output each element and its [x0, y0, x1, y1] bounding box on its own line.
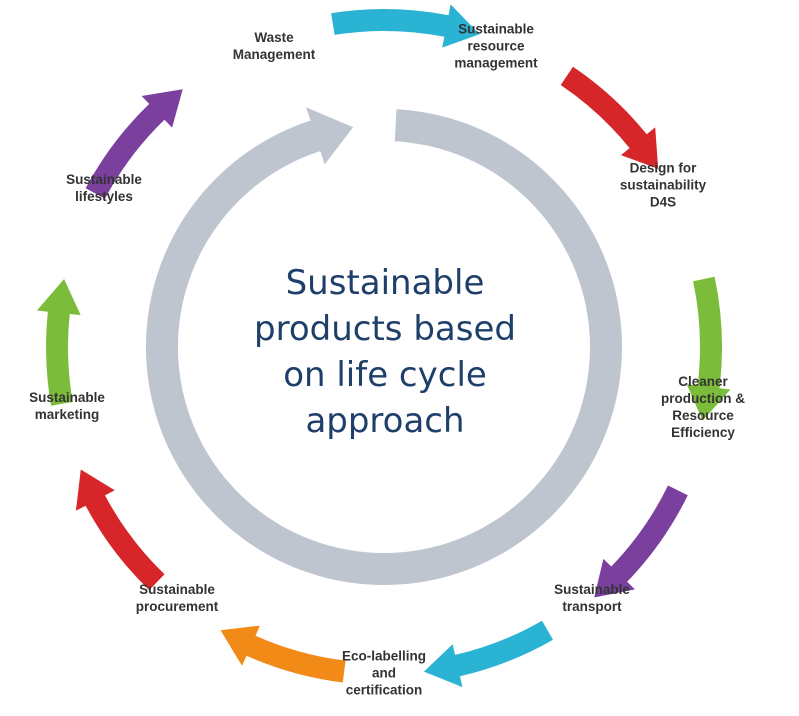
- stage-label-sustainable-lifestyles: Sustainable lifestyles: [66, 172, 142, 204]
- arrow-eco-to-procurement: [220, 625, 346, 683]
- stage-label-sustainable-procurement: Sustainable procurement: [135, 582, 219, 614]
- stage-label-design-for-sustainability: Design for sustainability D4S: [619, 160, 707, 210]
- arrow-waste-to-resource: [331, 4, 480, 48]
- stage-label-sustainable-resource-management: Sustainable resource management: [454, 21, 538, 71]
- stage-label-sustainable-marketing: Sustainable marketing: [29, 390, 105, 422]
- arrow-resource-to-design: [560, 66, 659, 169]
- stage-label-cleaner-production: Cleaner production & Resource Efficiency: [661, 374, 745, 440]
- stage-label-eco-labelling: Eco-labelling and certification: [341, 648, 427, 698]
- arrow-marketing-to-lifestyles: [36, 279, 81, 406]
- arrow-transport-to-eco: [423, 620, 553, 688]
- arrow-procurement-to-marketing: [75, 469, 165, 591]
- arrow-cleaner-to-transport: [594, 485, 688, 598]
- cycle-arrows: [36, 4, 731, 688]
- center-title: Sustainable products based on life cycle…: [254, 263, 516, 441]
- arrow-design-to-cleaner: [686, 276, 731, 421]
- arrow-lifestyles-to-waste: [85, 89, 183, 199]
- stage-label-waste-management: Waste Management: [232, 30, 316, 62]
- stage-label-sustainable-transport: Sustainable transport: [554, 582, 630, 614]
